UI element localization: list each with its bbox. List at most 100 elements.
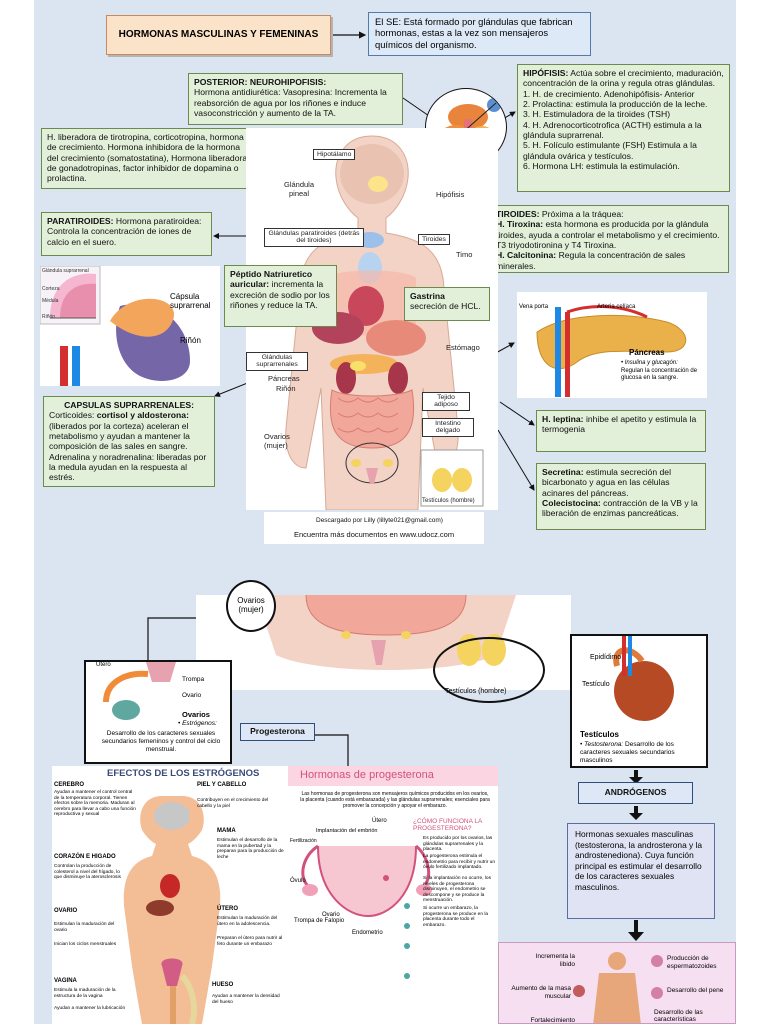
- hipofisis-heading: HIPÓFISIS:: [523, 68, 569, 78]
- gastrina-text: secreción de HCL.: [410, 301, 481, 312]
- hipofisis-item: 1. H. de crecimiento. Adenohipófisis- An…: [523, 88, 695, 99]
- se-definition-box: El SE: Está formado por glándulas que fa…: [368, 12, 591, 56]
- label-ovarios: Ovarios (mujer): [264, 432, 290, 450]
- testiculos-callout-text: Testículos (hombre): [445, 688, 507, 695]
- testis-label-title: Testículos: [580, 730, 619, 739]
- page-title-text: HORMONAS MASCULINAS Y FEMENINAS: [118, 28, 319, 40]
- label-timo: Timo: [456, 250, 473, 259]
- estrogen-body-svg: [123, 796, 221, 1024]
- ovarios-callout: Ovarios (mujer): [226, 580, 276, 632]
- male-fortalecimiento: Fortalecimiento: [530, 1017, 575, 1024]
- androgen-description-text: Hormonas sexuales masculinas (testostero…: [575, 829, 703, 892]
- paratiroides-heading: PARATIROIDES:: [47, 216, 114, 226]
- estrogen-cerebro: CEREBRO: [54, 782, 85, 788]
- adrenal-label-medula: Médula: [42, 298, 59, 304]
- adrenal-label-corteza: Corteza: [42, 286, 60, 292]
- progesterona-label: Progesterona: [240, 723, 315, 741]
- progesterone-ovulo: Óvulo: [290, 878, 306, 884]
- capsulas-text2: (liberados por la corteza) aceleran el m…: [49, 420, 207, 483]
- male-libido: Incrementa la libido: [535, 953, 575, 968]
- label-hipofisis: Hipófisis: [436, 190, 465, 199]
- tiroxina-heading: H. Tiroxina:: [496, 219, 544, 230]
- body-illustration: Hipotálamo Glándula pineal Hipófisis Glá…: [246, 128, 498, 511]
- ovary-label-ovario: Ovario: [182, 692, 202, 699]
- se-definition-text: El SE: Está formado por glándulas que fa…: [375, 16, 573, 50]
- colecistocina-text: contracción de la VB y la liberación de …: [542, 497, 698, 519]
- estrogen-utero-text2: Preparan el útero para nutrir al feto du…: [217, 936, 283, 947]
- hipofisis-intro: Actúa sobre el crecimiento, maduración, …: [523, 68, 724, 89]
- label-hipotalamo: Hipotálamo: [313, 149, 356, 160]
- label-pancreas: Páncreas: [268, 374, 300, 383]
- progesterone-point-1: Es producido por los ovarios, las glándu…: [423, 836, 493, 853]
- ovarios-callout-text: Ovarios (mujer): [237, 596, 265, 614]
- pancreas-label-vena: Vena porta: [519, 304, 549, 310]
- neurohipofisis-text: Hormona antidiurética: Vasopresina: Incr…: [194, 87, 387, 118]
- label-rinon: Riñón: [276, 384, 296, 393]
- leptina-text: inhibe el apetito y estimula la termogen…: [542, 414, 697, 435]
- progesterone-point-4: Si ocurre un embarazo, la progesterona s…: [423, 906, 489, 928]
- pancreas-inset: Vena porta Arteria celíaca Páncreas • In…: [517, 292, 707, 398]
- colecistocina-heading: Colecistocina:: [542, 497, 601, 508]
- progesterone-point-3: Si la implantación no ocurre, los nivele…: [423, 876, 491, 904]
- leptina-heading: H. leptina:: [542, 414, 584, 424]
- male-pene: Desarrollo del pene: [667, 987, 724, 994]
- footer-udocz: Encuentra más documentos en www.udocz.co…: [294, 530, 455, 539]
- progesterona-label-text: Progesterona: [250, 726, 305, 736]
- male-effects-panel: Incrementa la libido Producción de esper…: [498, 942, 736, 1024]
- adrenal-label-rinon-small: Riñón: [42, 314, 56, 320]
- estrogen-mama: MAMA: [217, 828, 236, 834]
- testis-label-epididimo: Epidídimo: [590, 654, 622, 661]
- adrenal-label-rinon: Riñón: [180, 336, 201, 345]
- secretina-heading: Secretina:: [542, 467, 584, 477]
- pancreas-label-sub1: • Insulina y glucagón:: [621, 360, 678, 366]
- progesterone-ovario: Ovario: [322, 912, 340, 918]
- estrogen-ovario-text: Estimulan la maduración del ovario: [54, 922, 115, 933]
- ovary-label-text: Desarrollo de los caracteres sexuales se…: [101, 730, 221, 753]
- label-pineal: Glándula pineal: [283, 180, 315, 198]
- ovary-label-sub: • Estrógenos:: [178, 720, 217, 727]
- footer-box: Descargado por Lilly (lillyte021@gmail.c…: [264, 512, 484, 544]
- paratiroides-text: Hormona paratiroidea: Controla la concen…: [47, 216, 202, 247]
- progesterone-fertilizacion: Fertilización: [290, 838, 317, 844]
- hipofisis-item: 4. H. Adrenocorticotrofica (ACTH) estimu…: [523, 119, 702, 140]
- hipofisis-item: 5. H. Folículo estimulante (FSH) Estimul…: [523, 140, 697, 161]
- estrogen-utero: ÚTERO: [217, 906, 238, 912]
- secretina-box: Secretina: estimula secreción del bicarb…: [536, 463, 706, 530]
- peptido-box: Péptido Natriuretico auricular: incremen…: [224, 265, 337, 327]
- hipotalamo-box: H. liberadora de tirotropina, corticotro…: [41, 128, 254, 189]
- ovary-label-utero: Útero: [96, 662, 111, 668]
- hipotalamo-text: H. liberadora de tirotropina, corticotro…: [47, 132, 248, 184]
- estrogen-vagina-text: Estimula la maduración de la estructura …: [54, 988, 116, 999]
- label-tiroides: Tiroides: [418, 234, 450, 246]
- estrogen-mama-text: Estimulan el desarrollo de la mama en la…: [217, 838, 284, 860]
- testis-label-testiculo: Testículo: [582, 681, 610, 688]
- androgenos-label: ANDRÓGENOS: [578, 782, 693, 804]
- androgenos-label-text: ANDRÓGENOS: [604, 787, 667, 797]
- calcitonina-text: Regula la concentración de sales mineral…: [496, 250, 686, 271]
- estrogen-piel-text: Contribuyen en el crecimiento del cabell…: [197, 798, 269, 809]
- progesterone-title: Hormonas de progesterona: [300, 769, 434, 781]
- ovary-illustration: [103, 662, 176, 720]
- neurohipofisis-box: POSTERIOR: NEUROHIPOFISIS: Hormona antid…: [188, 73, 403, 125]
- tiroides-heading: TIROIDES:: [496, 209, 540, 219]
- capsulas-heading: CAPSULAS SUPRARRENALES:: [64, 400, 194, 410]
- progesterone-trompa: Trompa de Falopio: [294, 918, 345, 924]
- gastrina-heading: Gastrina: [410, 291, 445, 301]
- label-paratiroides: Glándulas paratiroides (detrás del tiroi…: [264, 228, 364, 247]
- testis-label-sub: • Testosterona:: [580, 741, 624, 748]
- uterus-svg: [301, 844, 432, 979]
- estrogen-ovario: OVARIO: [54, 908, 78, 914]
- hipofisis-item: 6. Hormona LH: estimula la estimulación.: [523, 160, 680, 171]
- tiroides-box: TIROIDES: Próxima a la tráquea: H. Tirox…: [490, 205, 729, 273]
- testis-label-text: • Testosterona: Desarrollo de los caract…: [580, 741, 704, 764]
- label-hipotalamo-text: Hipotálamo: [313, 149, 356, 160]
- label-suprarrenales: Glándulas suprarrenales: [246, 352, 308, 371]
- male-masa: Aumento de la masa muscular: [511, 985, 571, 1000]
- androgen-description: Hormonas sexuales masculinas (testostero…: [567, 823, 715, 919]
- progesterone-endometrio: Endometrio: [352, 930, 383, 936]
- tiroxina-text: esta hormona es producida por la glándul…: [496, 219, 720, 250]
- footer-download: Descargado por Lilly (lillyte021@gmail.c…: [316, 517, 443, 524]
- estrogen-piel: PIEL Y CABELLO: [197, 782, 247, 788]
- male-body-svg: [573, 952, 663, 1023]
